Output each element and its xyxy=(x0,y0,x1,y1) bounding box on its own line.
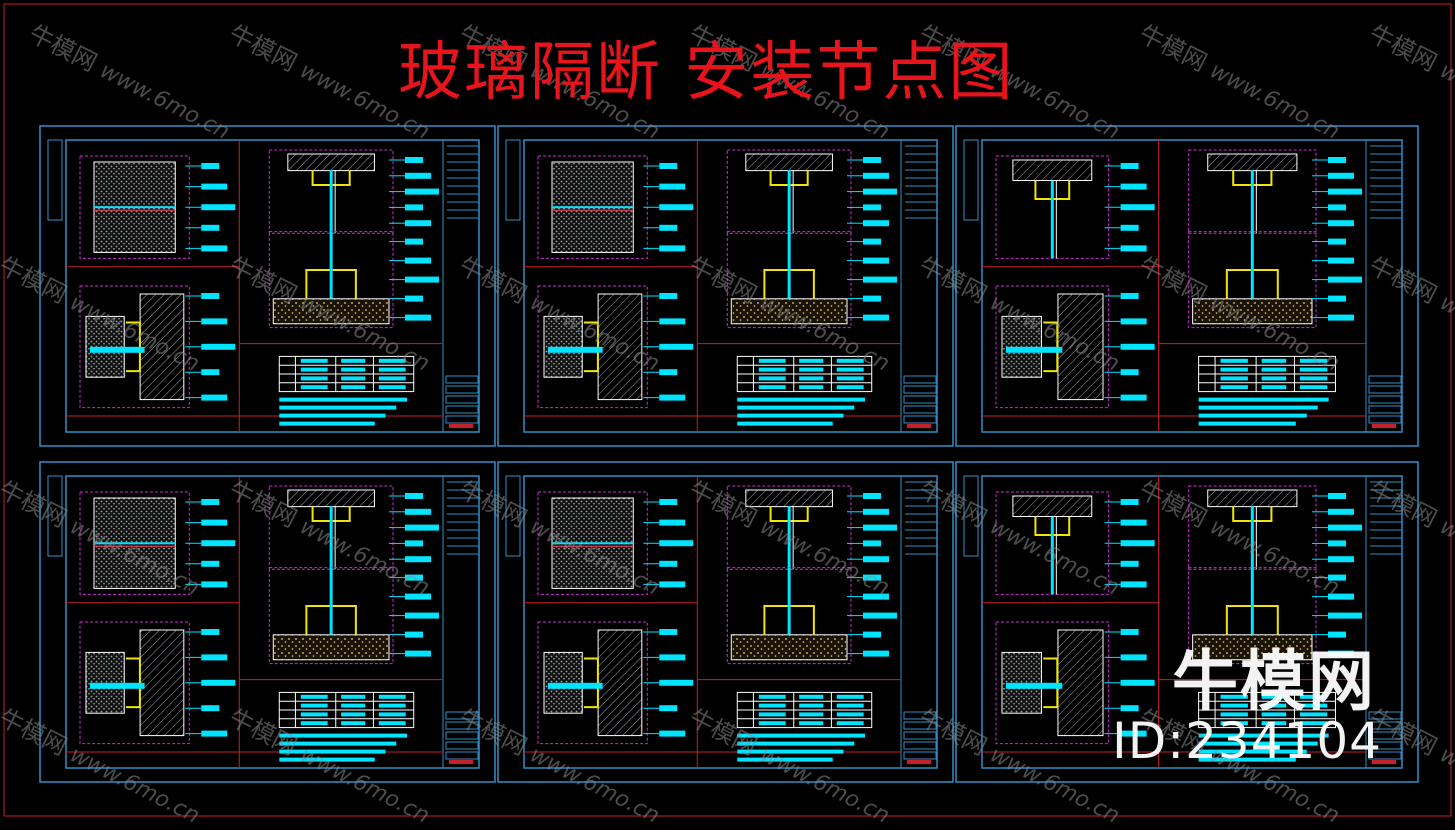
sheet-6 xyxy=(955,461,1419,783)
outer-border xyxy=(3,3,1452,817)
sheet-2 xyxy=(497,125,954,447)
drawing-title: 玻璃隔断 安装节点图 xyxy=(398,36,1015,110)
sheet-3 xyxy=(955,125,1419,447)
sheet-5 xyxy=(497,461,954,783)
watermark-id: ID:234104 xyxy=(1112,712,1382,770)
sheet-1 xyxy=(39,125,496,447)
sheet-4 xyxy=(39,461,496,783)
watermark-brand: 牛模网 xyxy=(1172,643,1376,720)
